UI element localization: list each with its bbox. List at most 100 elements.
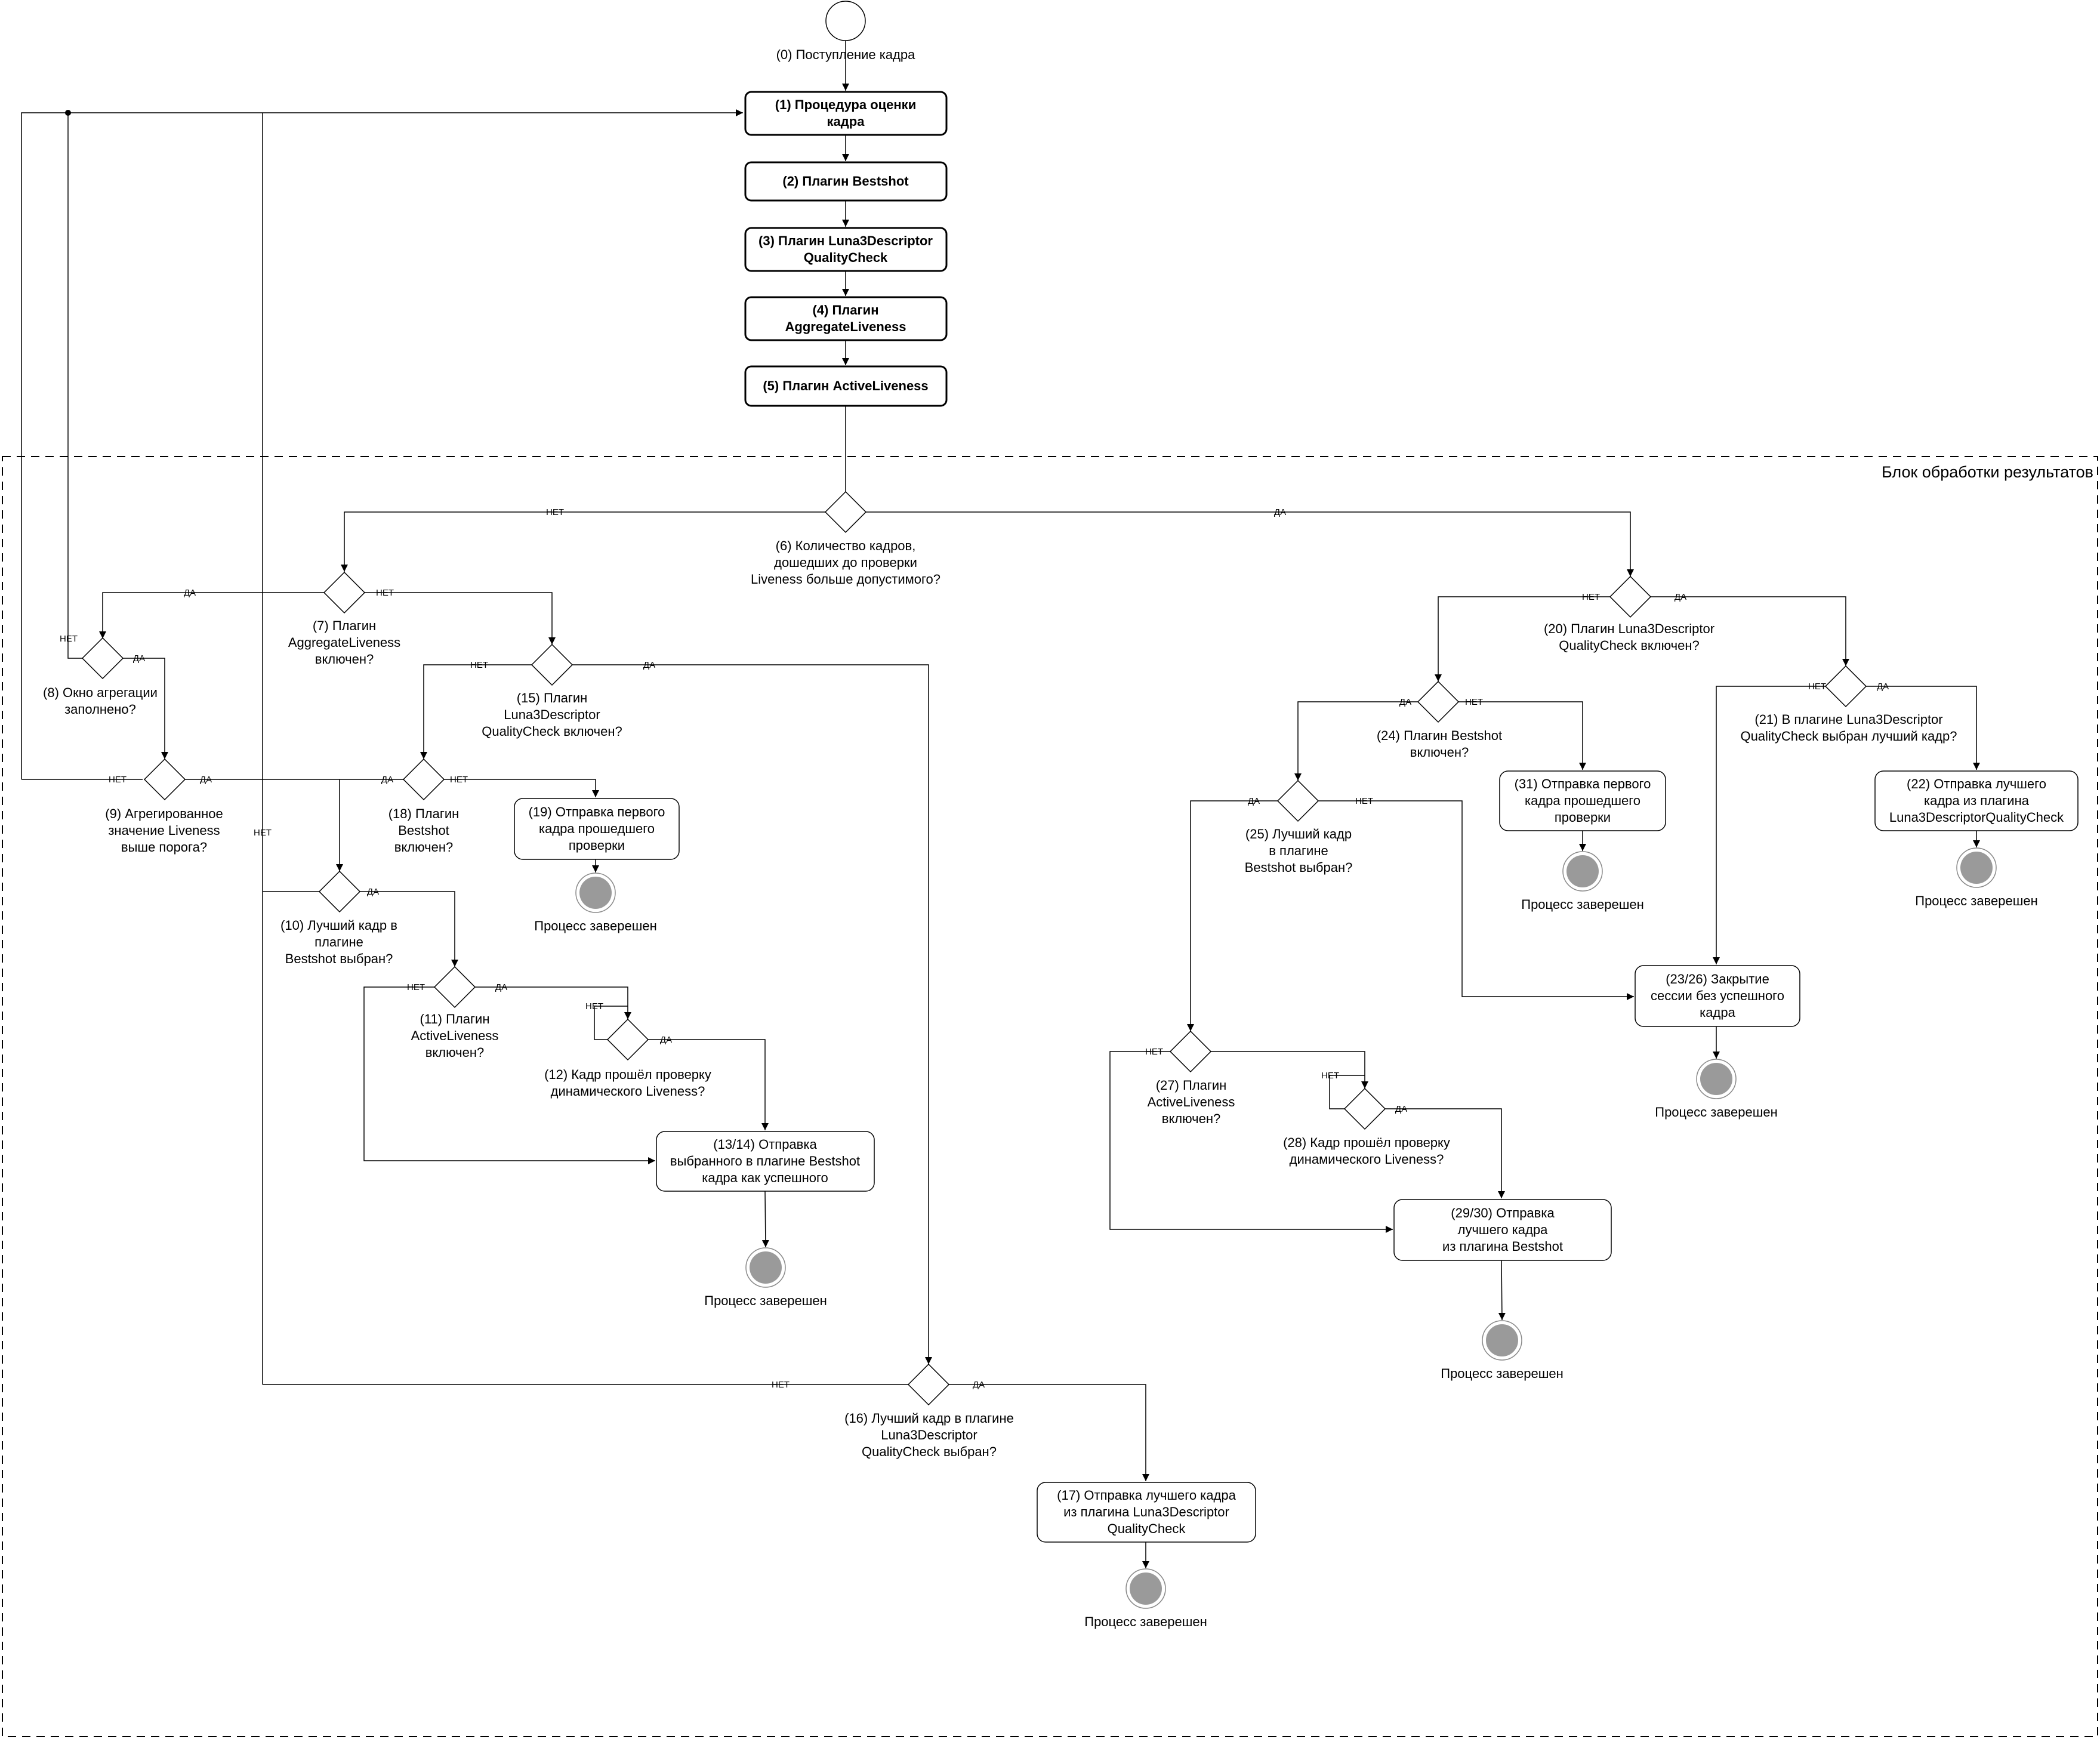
text-line: проверки [1555, 810, 1611, 825]
text-line: QualityCheck включен? [482, 724, 622, 739]
decision-nodes [81, 491, 1867, 1406]
svg-text:ДА: ДА [1274, 507, 1286, 517]
text-line: кадра из плагина [1924, 793, 2030, 808]
svg-text:НЕТ: НЕТ [109, 775, 127, 785]
text-line: включен? [1162, 1111, 1221, 1126]
step-6-label: (6) Количество кадров, дошедших до провер… [751, 538, 940, 587]
svg-text:НЕТ: НЕТ [1582, 592, 1600, 602]
text-line: дошедших до проверки [774, 555, 917, 570]
text-line: (12) Кадр прошёл проверку [544, 1067, 711, 1082]
end-node: Процесс заверешен [534, 872, 657, 933]
step-21-decision-diamond [1824, 665, 1867, 708]
text-line: QualityCheck [1108, 1521, 1186, 1536]
end-label: Процесс заверешен [1521, 897, 1644, 912]
svg-text:ДА: ДА [1877, 682, 1889, 692]
text-line: выше порога? [121, 840, 207, 855]
end-node: Процесс заверешен [1084, 1568, 1207, 1629]
step-12-decision-diamond [606, 1018, 649, 1061]
text-line: кадра прошедшего [1525, 793, 1640, 808]
text-line: лучшего кадра [1458, 1222, 1548, 1237]
text-line: плагине [314, 935, 363, 949]
text-line: в плагине [1269, 843, 1328, 858]
svg-text:ДА: ДА [381, 775, 393, 785]
text-line: ActiveLiveness [1148, 1094, 1235, 1109]
text-line: Liveness больше допустимого? [751, 572, 940, 587]
text-line: заполнено? [64, 702, 136, 717]
end-node: Процесс заверешен [1915, 847, 2038, 908]
svg-text:НЕТ: НЕТ [254, 828, 272, 838]
text-line: Luna3Descriptor [881, 1427, 977, 1442]
end-node: Процесс заверешен [1655, 1059, 1778, 1120]
text-line: включен? [315, 652, 374, 667]
text-line: (6) Количество кадров, [776, 538, 916, 553]
step-27-decision-diamond [1169, 1030, 1212, 1073]
svg-text:ДА: ДА [1248, 796, 1260, 806]
text-line: проверки [569, 838, 625, 853]
text-line: (13/14) Отправка [713, 1137, 817, 1152]
text-line: кадра как успешного [702, 1170, 828, 1185]
step-5-box: (5) Плагин ActiveLiveness [744, 365, 948, 407]
svg-text:ДА: ДА [1399, 697, 1411, 707]
svg-text:НЕТ: НЕТ [585, 1001, 603, 1012]
svg-text:ДА: ДА [1395, 1104, 1407, 1114]
svg-text:НЕТ: НЕТ [450, 775, 468, 785]
end-node: Процесс заверешен [1521, 851, 1644, 912]
text-line: (15) Плагин [517, 690, 588, 705]
svg-text:(21) В плагине Luna3Descriptor: (21) В плагине Luna3DescriptorQualityChe… [1740, 712, 1957, 744]
text-line: (23/26) Закрытие [1666, 972, 1769, 986]
svg-text:ДА: ДА [367, 887, 379, 897]
text-line: кадра [1700, 1005, 1735, 1020]
end-label: Процесс заверешен [1915, 893, 2038, 908]
text-line: (4) Плагин [813, 303, 879, 317]
step-20-decision-diamond [1609, 575, 1652, 618]
text-line: (19) Отправка первого [529, 804, 665, 819]
text-line: AggregateLiveness [288, 635, 400, 650]
step-7-decision-diamond [323, 571, 366, 614]
text-line: (7) Плагин [313, 618, 376, 633]
text-line: (24) Плагин Bestshot [1377, 728, 1502, 743]
text-line: (18) Плагин [388, 806, 460, 821]
svg-text:НЕТ: НЕТ [772, 1380, 790, 1390]
text-line: (9) Агрегированное [105, 806, 223, 821]
text-line: кадра прошедшего [539, 821, 655, 836]
step-2-box: (2) Плагин Bestshot [744, 161, 948, 202]
end-node: Процесс заверешен [1441, 1320, 1564, 1381]
step-24-decision-diamond [1417, 680, 1460, 723]
text-line: Luna3DescriptorQualityCheck [1889, 810, 2064, 825]
svg-text:(5) Плагин ActiveLiveness: (5) Плагин ActiveLiveness [763, 378, 928, 393]
end-label: Процесс заверешен [534, 918, 657, 933]
end-node: Процесс заверешен [704, 1247, 827, 1308]
text-line: динамического Liveness? [1290, 1152, 1444, 1167]
text-line: включен? [425, 1045, 485, 1060]
end-label: Процесс заверешен [1441, 1366, 1564, 1381]
svg-text:НЕТ: НЕТ [470, 660, 488, 670]
text-line: QualityCheck [804, 250, 888, 265]
text-line: QualityCheck выбран лучший кадр? [1740, 729, 1957, 744]
svg-text:ДА: ДА [660, 1035, 672, 1045]
text-line: из плагина Luna3Descriptor [1063, 1504, 1229, 1519]
svg-text:НЕТ: НЕТ [60, 634, 78, 644]
connectors [21, 41, 1980, 1568]
svg-text:НЕТ: НЕТ [1355, 796, 1373, 806]
